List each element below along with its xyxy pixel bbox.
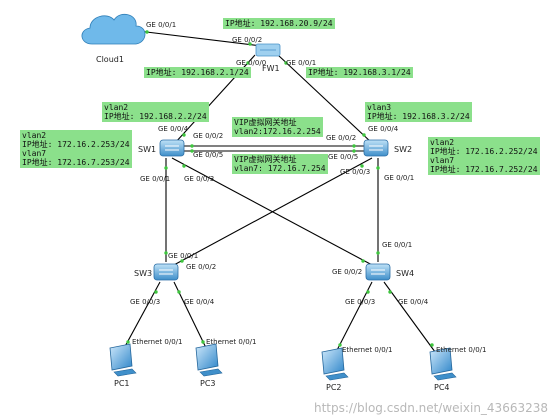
sw4-label: SW4 — [396, 269, 414, 278]
switch-icon — [159, 139, 185, 157]
cloud-icon — [81, 13, 146, 45]
fw-ge000-ip-note: IP地址: 192.168.2.1/24 — [144, 67, 251, 78]
port-label: GE 0/0/4 — [158, 125, 189, 133]
pc-pc1[interactable]: PC1 — [109, 343, 137, 388]
port-label: GE 0/0/2 — [332, 268, 362, 276]
port-label: GE 0/0/4 — [398, 298, 429, 306]
port-label: GE 0/0/3 — [340, 168, 370, 176]
port-label: GE 0/0/2 — [193, 132, 223, 140]
switch-sw2[interactable]: SW2 — [363, 139, 412, 157]
port-label: GE 0/0/1 — [382, 241, 412, 249]
link-sw3-pc3 — [173, 281, 209, 353]
pc4-label: PC4 — [434, 383, 450, 392]
port-label: Ethernet 0/0/1 — [436, 346, 486, 354]
port-label: GE 0/0/1 — [146, 21, 176, 29]
link-cloud-fw — [129, 29, 263, 47]
port-label: GE 0/0/3 — [184, 175, 214, 183]
sw2-vlan-ip-note: vlan2 IP地址: 172.16.2.252/24 vlan7 IP地址: … — [428, 137, 540, 175]
switch-sw3[interactable]: SW3 — [134, 263, 179, 281]
port-label: Ethernet 0/0/1 — [206, 338, 256, 346]
link-fw-sw2 — [277, 54, 373, 144]
fw-label: FW1 — [262, 64, 280, 73]
port-label: GE 0/0/2 — [186, 263, 216, 271]
sw1-label: SW1 — [138, 145, 156, 154]
sw1-vlan-ip-note: vlan2 IP地址: 172.16.2.253/24 vlan7 IP地址: … — [20, 130, 132, 168]
switch-sw4[interactable]: SW4 — [365, 263, 414, 281]
links — [121, 29, 439, 357]
fw-wan-ip-note: IP地址: 192.168.20.9/24 — [223, 18, 335, 29]
pc3-label: PC3 — [200, 379, 216, 388]
switch-icon — [363, 139, 389, 157]
port-label: GE 0/0/1 — [168, 252, 198, 260]
vip-vlan2-note: VIP虚拟网关地址 vlan2:172.16.2.254 — [232, 117, 323, 137]
port-label: GE 0/0/0 — [236, 59, 266, 67]
port-label: GE 0/0/1 — [286, 59, 316, 67]
port-label: Ethernet 0/0/1 — [342, 346, 392, 354]
switch-icon — [365, 263, 391, 281]
pc-icon — [109, 343, 137, 377]
port-label: GE 0/0/1 — [384, 174, 414, 182]
port-dots — [126, 30, 434, 347]
port-labels: GE 0/0/1 GE 0/0/2 GE 0/0/0 GE 0/0/1 GE 0… — [130, 21, 486, 354]
pc-pc2[interactable]: PC2 — [321, 347, 349, 392]
port-label: GE 0/0/1 — [140, 175, 170, 183]
port-label: Ethernet 0/0/1 — [132, 338, 182, 346]
firewall-node[interactable]: FW1 — [255, 43, 281, 73]
pc-icon — [321, 347, 349, 381]
port-label: GE 0/0/2 — [326, 134, 356, 142]
sw1-uplink-note: vlan2 IP地址: 192.168.2.2/24 — [102, 102, 209, 122]
link-sw4-pc4 — [383, 281, 439, 357]
vip-vlan7-note: VIP虚拟网关地址 vlan7: 172.16.7.254 — [232, 154, 328, 174]
port-label: GE 0/0/3 — [130, 298, 160, 306]
port-label: GE 0/0/5 — [328, 153, 358, 161]
port-label: GE 0/0/5 — [193, 151, 223, 159]
cloud-label: Cloud1 — [96, 55, 124, 64]
switch-sw1[interactable]: SW1 — [138, 139, 185, 157]
port-label: GE 0/0/4 — [368, 125, 399, 133]
cloud-node[interactable]: Cloud1 — [81, 13, 146, 64]
sw3-label: SW3 — [134, 269, 152, 278]
sw2-label: SW2 — [394, 145, 412, 154]
port-label: GE 0/0/3 — [345, 298, 375, 306]
pc-icon — [429, 347, 457, 381]
watermark: https://blog.csdn.net/weixin_43663238 — [313, 401, 548, 415]
pc-icon — [195, 343, 223, 377]
fw-ge001-ip-note: IP地址: 192.168.3.1/24 — [306, 67, 413, 78]
port-label: GE 0/0/2 — [232, 36, 262, 44]
link-sw2-sw3 — [171, 157, 373, 267]
pc-pc4[interactable]: PC4 — [429, 347, 457, 392]
sw2-uplink-note: vlan3 IP地址: 192.168.3.2/24 — [365, 102, 472, 122]
switch-icon — [153, 263, 179, 281]
pc1-label: PC1 — [114, 379, 130, 388]
pc-pc3[interactable]: PC3 — [195, 343, 223, 388]
pc2-label: PC2 — [326, 383, 342, 392]
port-label: GE 0/0/4 — [184, 298, 215, 306]
